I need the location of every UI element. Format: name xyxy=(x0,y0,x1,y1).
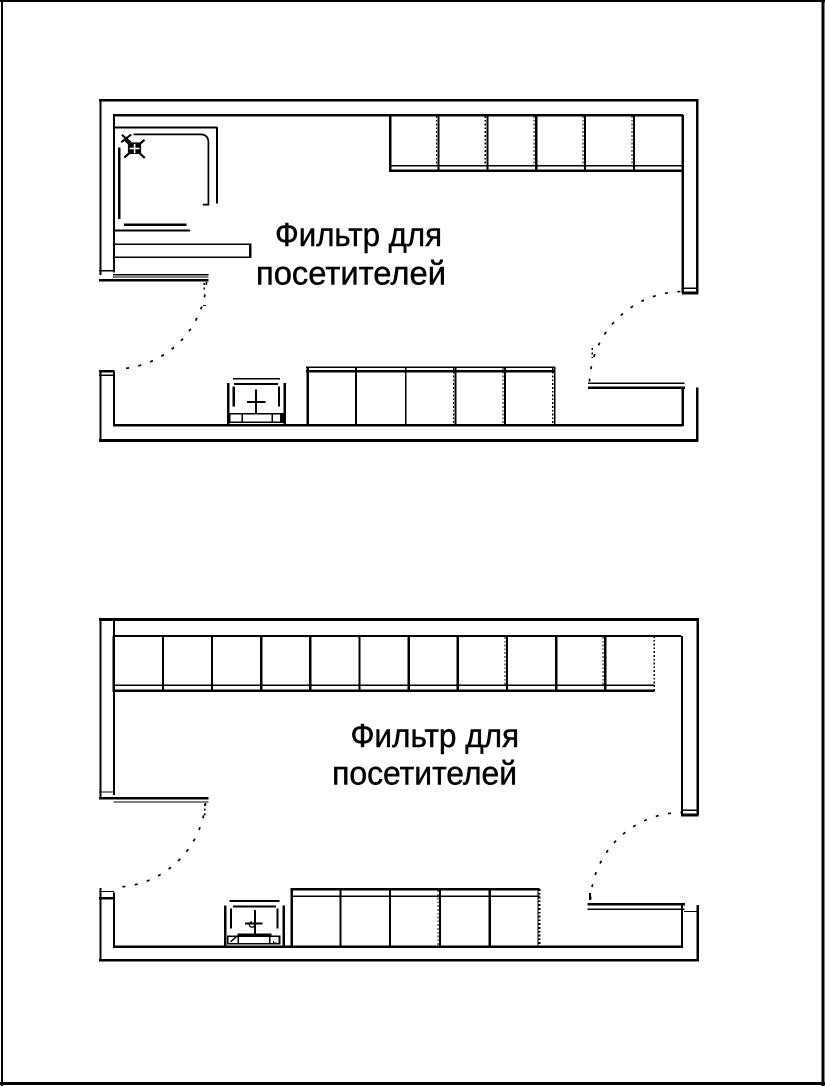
svg-text:посетителей: посетителей xyxy=(332,756,517,793)
svg-text:посетителей: посетителей xyxy=(256,256,446,293)
svg-text:Фильтр для: Фильтр для xyxy=(275,217,442,254)
svg-text:Фильтр для: Фильтр для xyxy=(350,718,519,755)
